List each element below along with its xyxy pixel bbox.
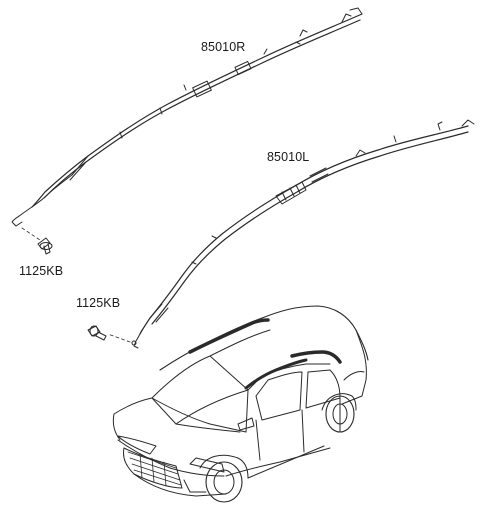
curtain-airbag-right[interactable] (11, 7, 363, 241)
bolt-upper-icon[interactable] (37, 237, 53, 255)
curtain-airbag-left[interactable] (107, 119, 475, 349)
part-label-bolt-upper: 1125KB (19, 264, 64, 278)
part-label-left-airbag: 85010L (267, 150, 310, 164)
bolt-lower-icon[interactable] (87, 325, 107, 341)
part-label-bolt-lower: 1125KB (76, 296, 121, 310)
part-label-right-airbag: 85010R (201, 40, 246, 54)
vehicle-illustration (112, 305, 369, 503)
